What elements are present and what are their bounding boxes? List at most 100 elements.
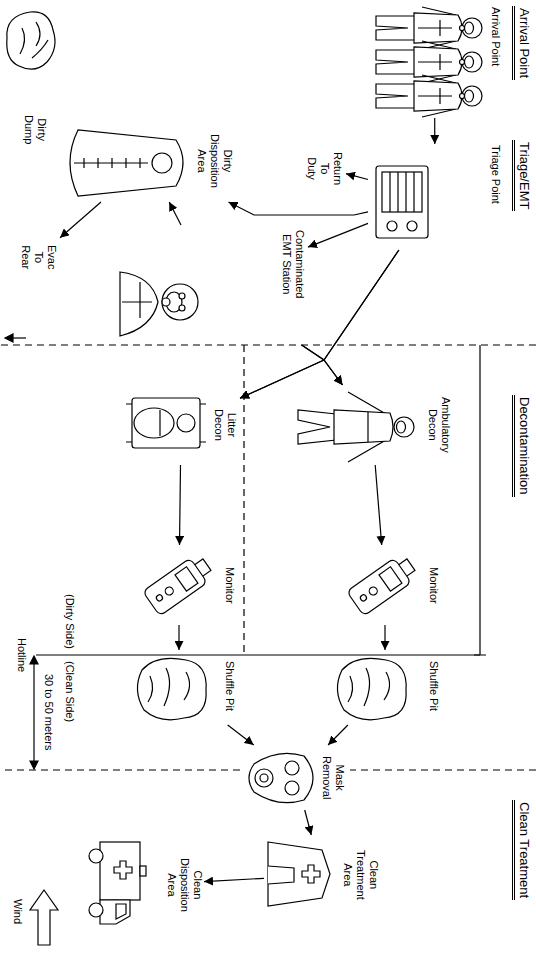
flow-node: Mask Removal <box>246 745 346 810</box>
flow-arrow <box>328 725 348 745</box>
ambulance-part <box>114 861 132 879</box>
flow-arrow <box>384 625 385 650</box>
node-label: Triage Point <box>489 144 502 205</box>
node-label: Arrival Point <box>489 6 502 67</box>
flow-arrow <box>375 465 382 545</box>
evac-arrow-part <box>5 334 13 342</box>
chemical-monitor-part <box>347 552 420 616</box>
triage-device-part <box>382 172 422 212</box>
shuffle-pit <box>137 658 206 719</box>
zone-lines-part <box>243 345 244 655</box>
zone-lines-part <box>0 344 536 345</box>
hotline-label: Hotline <box>15 637 28 673</box>
flow-arrow <box>302 345 343 385</box>
flow-arrow <box>308 223 368 247</box>
gas-mask-part <box>260 774 268 782</box>
treatment-tent-part <box>268 842 330 906</box>
distance-arrow-part <box>30 761 38 769</box>
zone-header: Decontamination <box>512 395 532 497</box>
flow-node: Dirty Dump <box>4 6 58 176</box>
emt-figure-part <box>122 282 152 318</box>
triage-device-part <box>387 221 397 231</box>
chemical-monitor <box>143 552 216 616</box>
treatment-tent-part <box>302 865 320 883</box>
flow-arrow <box>180 465 181 545</box>
emt-figure-part <box>162 284 198 320</box>
chemical-monitor-part-part <box>359 594 367 602</box>
gas-mask-part <box>285 781 299 795</box>
flow-node: Clean Disposition Area <box>84 835 204 935</box>
flow-arrow <box>229 202 369 215</box>
litter-figure-part <box>132 398 200 448</box>
flow-arrow <box>240 345 324 398</box>
ambulatory-figure <box>298 392 414 462</box>
gas-mask <box>249 753 313 802</box>
ambulatory-figure-part <box>334 410 393 444</box>
body-bag-figure-part <box>152 153 172 173</box>
zone-header: Arrival Point <box>512 6 532 80</box>
node-label: Monitor <box>427 566 440 605</box>
flow-node: Litter Decon <box>122 385 240 465</box>
body-bag-figure-part <box>84 158 140 168</box>
ambulance-part <box>100 900 130 924</box>
flow-arrow <box>305 810 312 835</box>
node-label: Ambulatory Decon <box>426 396 452 454</box>
body-bag-figure-part <box>74 162 148 163</box>
flow-arrow <box>434 118 435 144</box>
chemical-monitor-part-part <box>368 585 379 596</box>
evac-arrow <box>5 334 26 342</box>
ambulatory-figure-part <box>298 410 336 444</box>
chemical-monitor <box>347 552 420 616</box>
emt-figure-part <box>179 293 185 299</box>
ambulance-part <box>116 904 126 919</box>
chemical-monitor-part-part <box>379 567 402 591</box>
treatment-tent <box>268 842 330 906</box>
flow-node: Shuffle Pit <box>122 650 236 725</box>
flow-arrow <box>178 625 179 650</box>
triage-device-part <box>407 221 417 231</box>
flow-node: Arrival Point <box>367 6 502 118</box>
protective-suit-figure-part <box>460 26 465 31</box>
gas-mask-part <box>255 769 273 787</box>
wind-label: Wind <box>11 898 24 925</box>
protective-suit-figure-part <box>414 13 462 43</box>
triage-device <box>376 166 428 238</box>
flow-node: Dirty Disposition Area <box>60 120 236 202</box>
node-label: Dirty Disposition Area <box>195 133 234 189</box>
zone-lines-part <box>474 345 486 655</box>
node-label: Evac To Rear <box>19 244 58 270</box>
protective-suit-figure-part <box>418 20 452 36</box>
litter-figure-part <box>134 408 174 438</box>
zone-header: Clean Treatment <box>512 800 532 900</box>
protective-suit-figure-part <box>465 22 474 34</box>
dirty-dump-pile <box>7 12 55 69</box>
chemical-monitor-part-part <box>347 558 412 616</box>
evac-arrow-part <box>12 337 26 338</box>
flow-node: Monitor <box>122 545 236 625</box>
dirty-dump-pile-part <box>20 22 48 58</box>
node-label: Return To Duty <box>305 151 344 186</box>
node-label: Mask Removal <box>320 755 346 800</box>
flow-arrow <box>204 878 264 881</box>
flow-arrow <box>169 202 181 225</box>
ambulatory-figure-part <box>397 421 406 433</box>
emt-figure-part <box>162 298 170 306</box>
shuffle-pit <box>337 658 406 719</box>
litter-figure-part <box>177 414 195 432</box>
node-label: Shuffle Pit <box>223 660 236 712</box>
side-label: (Dirty Side) <box>63 593 76 650</box>
side-label: (Clean Side) <box>63 660 76 723</box>
ambulance-part <box>89 849 103 863</box>
litter-figure <box>126 398 206 448</box>
flow-arrow <box>228 725 254 745</box>
triage-device-part <box>376 166 428 238</box>
distance-arrow-part <box>33 662 34 763</box>
shuffle-pit-part <box>337 658 406 719</box>
flow-node: Contaminated EMT Station <box>116 225 308 345</box>
flow-node: Shuffle Pit <box>330 650 440 725</box>
dimension-label: 30 to 50 meters <box>42 673 55 751</box>
body-bag-figure <box>70 130 183 196</box>
